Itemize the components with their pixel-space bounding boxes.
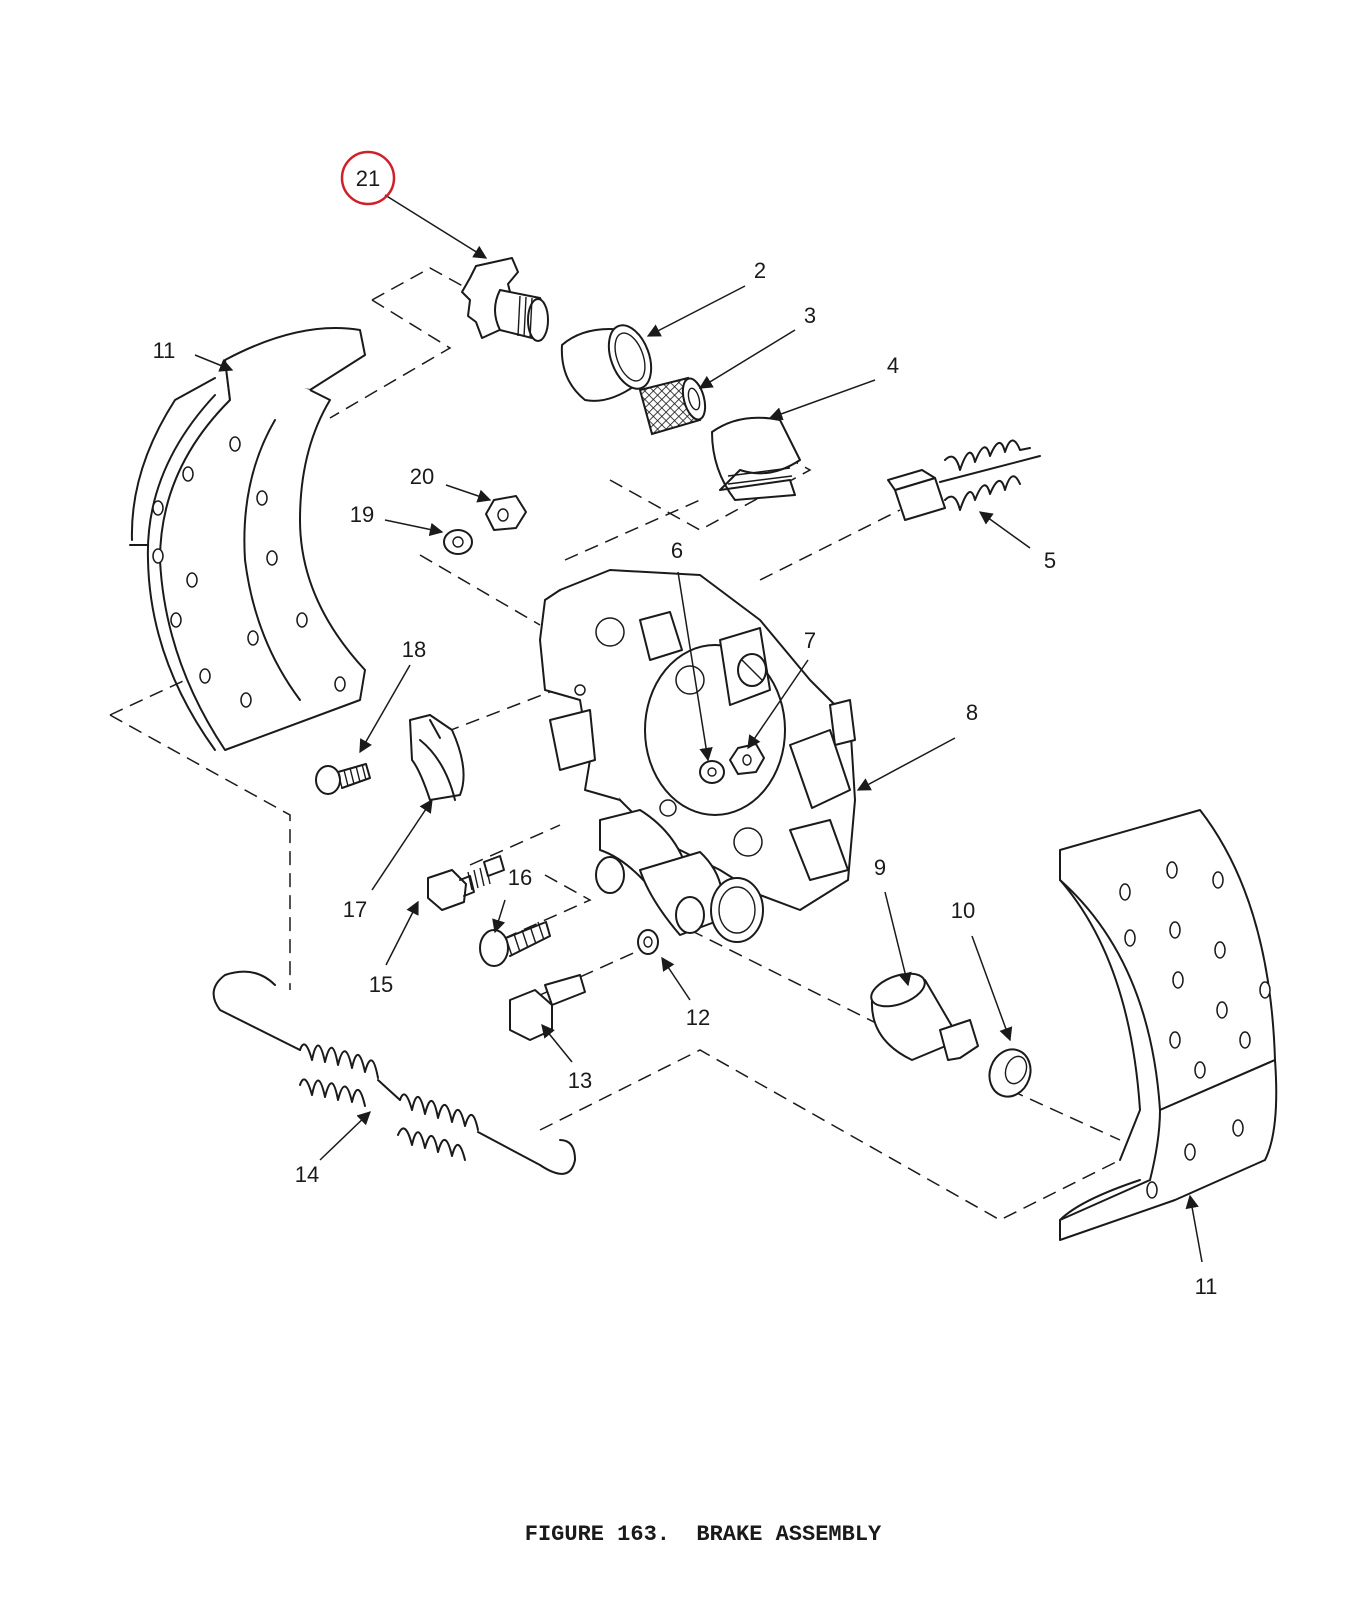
adjuster-bracket bbox=[719, 627, 771, 706]
part-14-return-spring bbox=[212, 970, 576, 1175]
callout-15: 15 bbox=[369, 972, 393, 997]
callout-17: 17 bbox=[343, 897, 367, 922]
part-19-lock-washer bbox=[443, 529, 473, 555]
callout-20: 20 bbox=[410, 464, 434, 489]
part-11-right-brake-shoe bbox=[1059, 809, 1278, 1241]
callout-4: 4 bbox=[887, 353, 899, 378]
callout-13: 13 bbox=[568, 1068, 592, 1093]
callout-18: 18 bbox=[402, 637, 426, 662]
callout-14: 14 bbox=[295, 1162, 319, 1187]
callout-16: 16 bbox=[508, 865, 532, 890]
part-12-lock-washer bbox=[637, 929, 659, 955]
part-20-nut bbox=[485, 495, 527, 531]
callout-10: 10 bbox=[951, 898, 975, 923]
part-21-camshaft-gear bbox=[461, 257, 549, 342]
part-8-backing-plate bbox=[539, 569, 856, 943]
part-2-cap bbox=[560, 324, 653, 402]
part-11-left-brake-shoe bbox=[129, 327, 366, 751]
part-3-knurled-nut bbox=[638, 376, 707, 436]
callout-19: 19 bbox=[350, 502, 374, 527]
callout-12: 12 bbox=[686, 1005, 710, 1030]
callout-8: 8 bbox=[966, 700, 978, 725]
callout-3: 3 bbox=[804, 303, 816, 328]
callout-11-left: 11 bbox=[153, 338, 176, 363]
callout-labels: 21 2 3 4 5 6 7 8 9 10 11 11 12 13 14 15 … bbox=[153, 150, 1218, 1299]
part-10-seal bbox=[988, 1048, 1032, 1098]
callout-leaders bbox=[194, 194, 1203, 1263]
assembly-guide-lines bbox=[109, 267, 1121, 1221]
callout-21-highlight-ring bbox=[340, 150, 396, 206]
callout-9: 9 bbox=[874, 855, 886, 880]
callout-2: 2 bbox=[754, 258, 766, 283]
callout-6: 6 bbox=[671, 538, 683, 563]
callout-7: 7 bbox=[804, 628, 816, 653]
callout-11-right: 11 bbox=[1195, 1274, 1218, 1299]
callout-5: 5 bbox=[1044, 548, 1056, 573]
part-16-screw bbox=[479, 921, 551, 967]
part-15-cap-screw bbox=[427, 855, 505, 911]
part-17-clip bbox=[409, 714, 465, 801]
part-4-sleeve bbox=[711, 416, 801, 501]
part-6-washer bbox=[699, 760, 725, 784]
part-5-spring-plunger bbox=[887, 439, 1041, 521]
part-13-bolt bbox=[509, 974, 586, 1041]
part-9-plunger bbox=[870, 972, 979, 1061]
callout-21: 21 bbox=[356, 166, 380, 191]
figure-caption: FIGURE 163. BRAKE ASSEMBLY bbox=[525, 1522, 882, 1547]
part-18-screw bbox=[315, 763, 371, 795]
